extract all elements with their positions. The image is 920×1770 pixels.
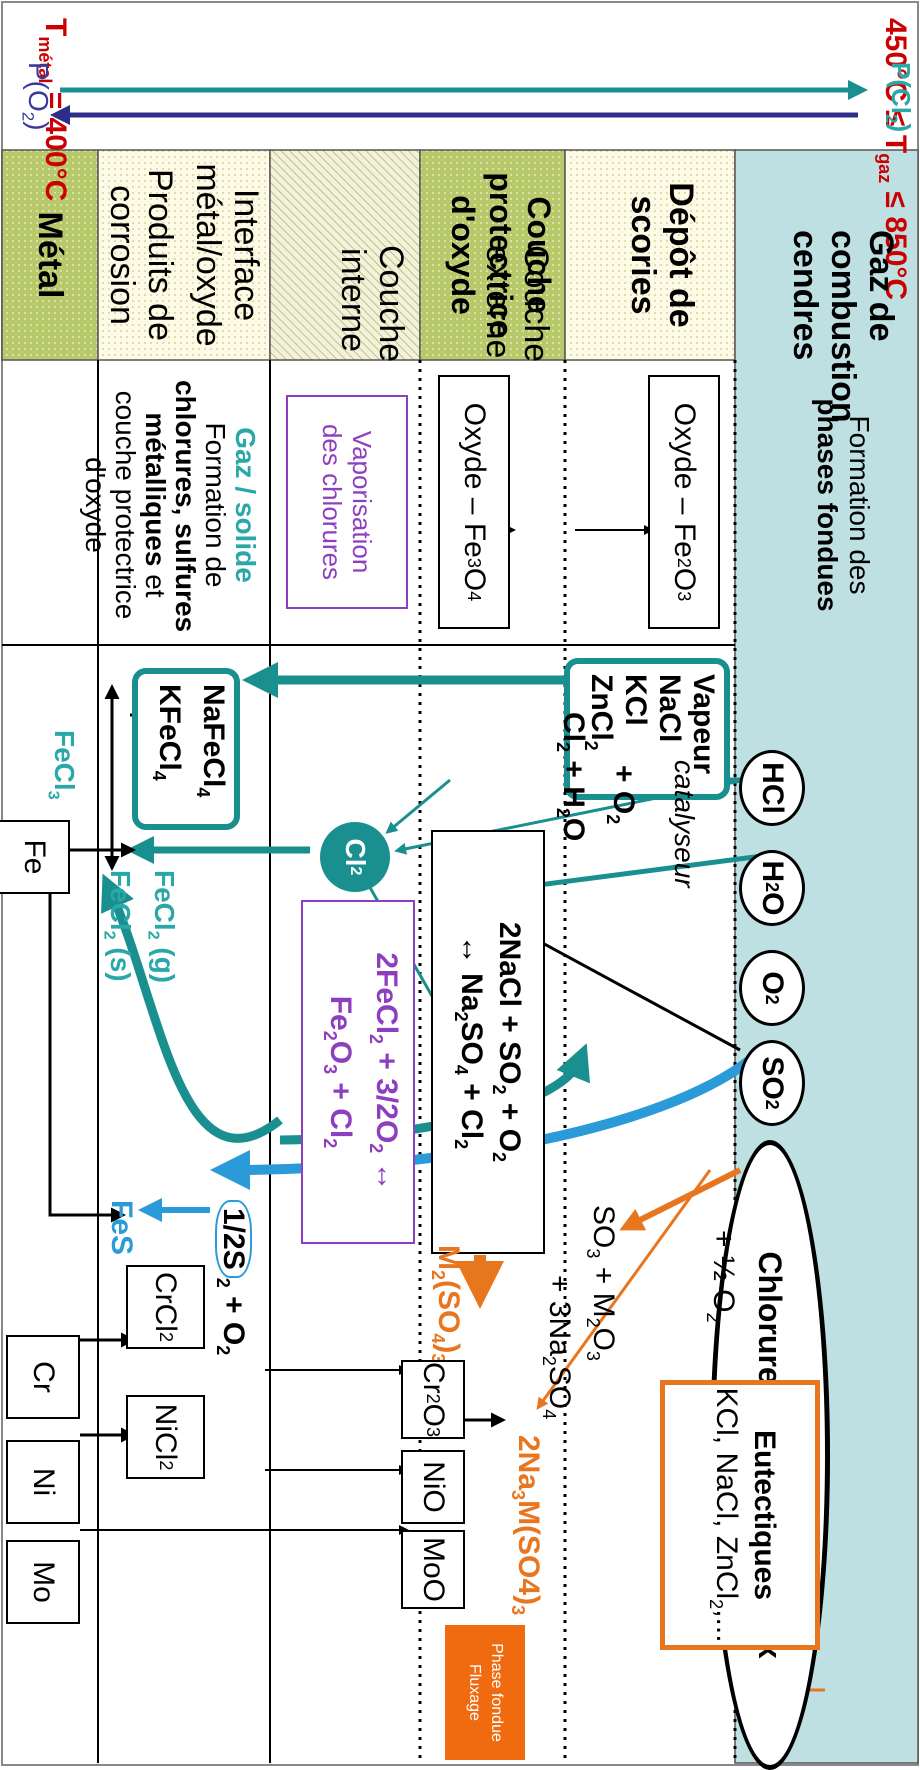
- mo-box: Mo: [6, 1540, 80, 1624]
- formation-text: Gaz / solide Formation de chlorures, sul…: [80, 380, 261, 633]
- fecl2-labels: FeCl2 (g) FeCl2 (s): [100, 870, 180, 984]
- cl2-h2o-label: Cl2 + H2O: [553, 712, 590, 842]
- hcl-oval: HCl: [739, 750, 805, 826]
- moo-box: MoO: [401, 1530, 465, 1609]
- fe-box: Fe: [0, 820, 70, 894]
- fes-label: FeS: [105, 1200, 138, 1256]
- half-s2-label: 1/2S2 + O2: [212, 1200, 252, 1355]
- fecl2-equation-box: 2FeCl2 + 3/2O2 ↔ Fe2O3 + Cl2: [301, 900, 415, 1244]
- na3m-label: 2Na3M(SO4)3: [508, 1435, 545, 1616]
- fecl3-label: FeCl3: [44, 730, 80, 800]
- p-o2-label: P(O2): [18, 62, 54, 131]
- plus-o2-label: + O2: [603, 765, 640, 825]
- nafecl4-box: NaFeCl4 KFeCl4: [132, 668, 240, 830]
- eutectiques-box: Eutectiques KCl, NaCl, ZnCl2,...: [660, 1380, 820, 1650]
- so3-equation: SO3 + M2O3 + 3Na2SO4: [539, 1205, 620, 1420]
- catalyseur-label: catalyseur: [669, 760, 700, 888]
- half-o2-label: + ½ O2: [703, 1230, 740, 1323]
- m2so43-label: M2(SO4)3: [428, 1245, 465, 1364]
- cr-box: Cr: [6, 1335, 80, 1419]
- p-cl2-label: P(Cl2): [881, 62, 916, 133]
- nacl-equation-box: 2NaCl + SO2 + O2 ↔ Na2SO4 + Cl2: [431, 830, 545, 1254]
- col-metal: Métal: [31, 211, 69, 299]
- ni-box: Ni: [6, 1440, 80, 1524]
- nio-box: NiO: [401, 1450, 465, 1524]
